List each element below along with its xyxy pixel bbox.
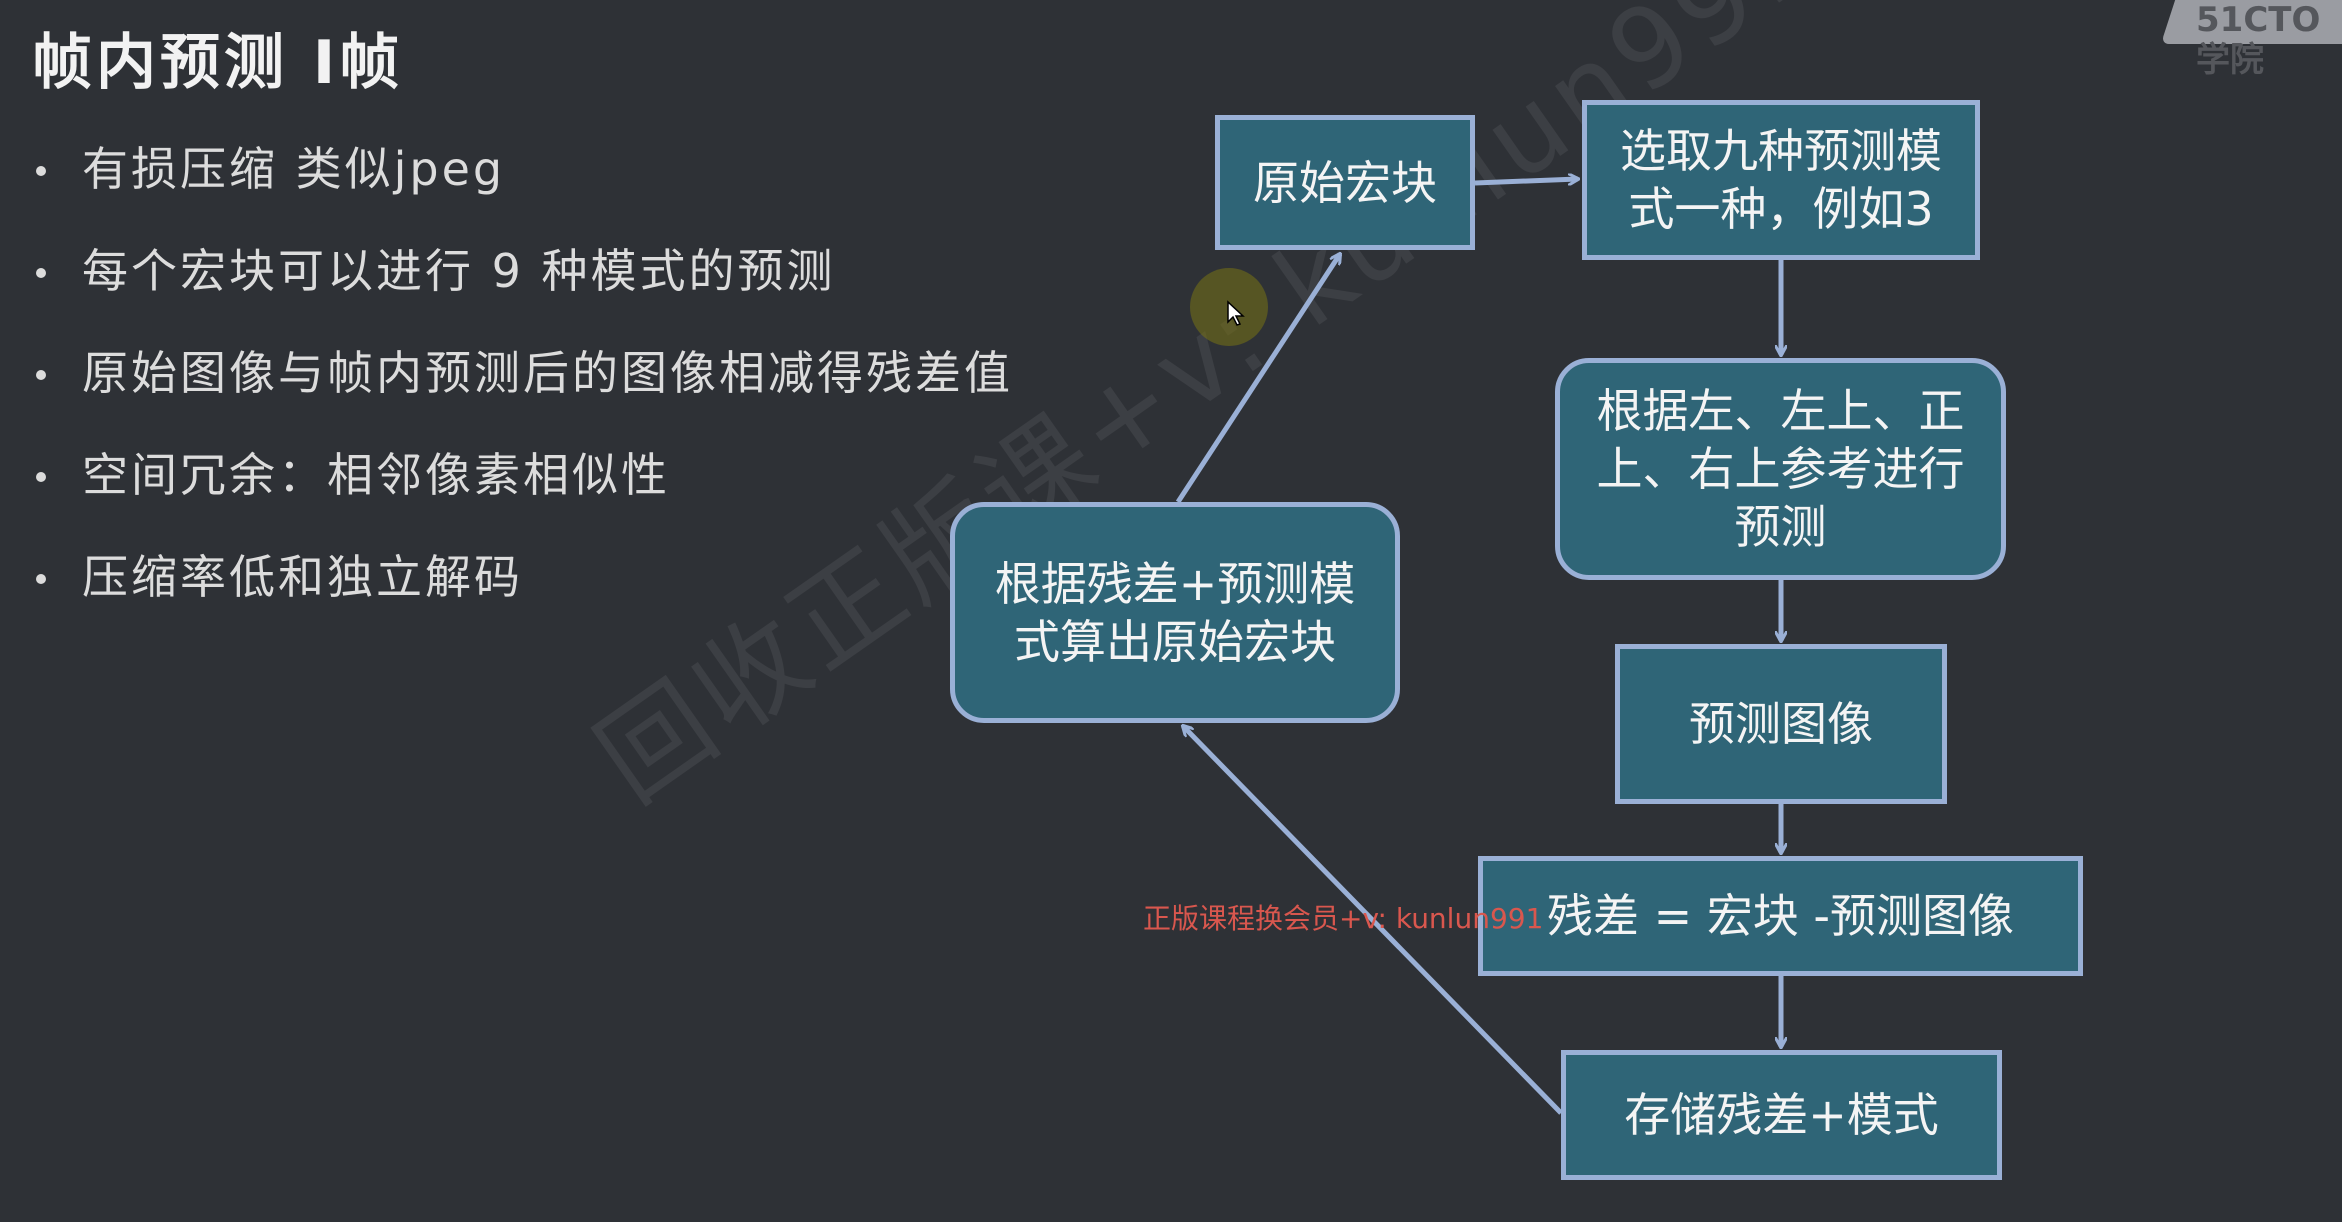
arrow-reconstruct-to-original bbox=[1175, 254, 1340, 504]
box-predict-reference: 根据左、左上、正上、右上参考进行预测 bbox=[1555, 358, 2006, 580]
bullet-item: 有损压缩 类似jpeg bbox=[30, 136, 1013, 238]
red-note: 正版课程换会员+v: kunlun991 bbox=[1143, 902, 1544, 935]
box-original-block: 原始宏块 bbox=[1215, 115, 1475, 250]
box-predicted-image: 预测图像 bbox=[1615, 644, 1947, 804]
arrow-original-to-select bbox=[1474, 179, 1578, 186]
arrow-store-to-reconstruct bbox=[1183, 726, 1563, 1115]
box-residual: 残差 = 宏块 -预测图像 bbox=[1478, 856, 2083, 976]
slide-title: 帧内预测 I帧 bbox=[32, 28, 404, 98]
bullet-item: 空间冗余：相邻像素相似性 bbox=[30, 442, 1013, 544]
bullet-item: 压缩率低和独立解码 bbox=[30, 544, 1013, 646]
bullet-list: 有损压缩 类似jpeg 每个宏块可以进行 9 种模式的预测 原始图像与帧内预测后… bbox=[30, 136, 1013, 646]
logo-text: 51CTO学院 bbox=[2196, 0, 2321, 80]
box-select-mode: 选取九种预测模式一种，例如3 bbox=[1582, 100, 1980, 260]
cursor-icon bbox=[1227, 300, 1245, 326]
box-store: 存储残差+模式 bbox=[1561, 1050, 2002, 1180]
bullet-item: 每个宏块可以进行 9 种模式的预测 bbox=[30, 238, 1013, 340]
bullet-item: 原始图像与帧内预测后的图像相减得残差值 bbox=[30, 340, 1013, 442]
box-reconstruct: 根据残差+预测模式算出原始宏块 bbox=[950, 502, 1400, 723]
